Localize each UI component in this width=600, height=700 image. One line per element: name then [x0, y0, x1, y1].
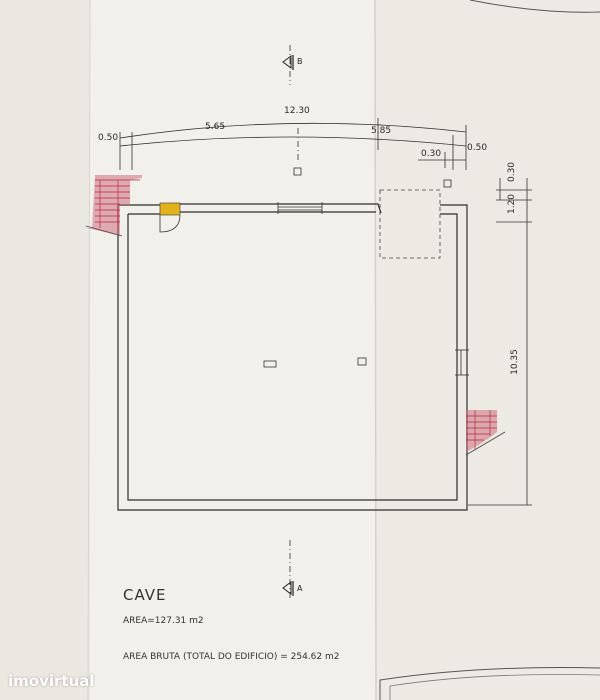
imovirtual-logo: imovirtual [8, 672, 95, 690]
dim-vertical-mid: 1.20 [507, 193, 518, 215]
dashed-projection [379, 189, 441, 259]
dim-vertical-total: 10.35 [509, 349, 520, 375]
interior-fixture [357, 357, 367, 366]
floor-area: AREA=127.31 m2 [123, 616, 204, 626]
right-dimension-lines [468, 178, 532, 506]
dim-right-small-a: 0.30 [421, 149, 442, 159]
paper-panel-right [375, 0, 600, 700]
dim-right-segment: 5.85 [371, 126, 392, 136]
dim-left-segment: 5.65 [205, 122, 226, 132]
section-label-b: B [297, 57, 303, 66]
dim-overall-width: 12.30 [284, 106, 310, 116]
window-top [277, 202, 323, 214]
paper-panel-center [90, 0, 375, 700]
dim-vertical-small: 0.30 [507, 161, 518, 183]
section-marker-a [282, 540, 294, 600]
window-right [455, 349, 469, 376]
paper-panel-left [0, 0, 90, 700]
stair-right [465, 410, 506, 456]
column-marker [293, 167, 302, 176]
column-marker [443, 179, 452, 188]
dim-right-small-b: 0.50 [467, 143, 488, 153]
section-marker-b [282, 45, 299, 160]
section-label-a: A [297, 584, 303, 593]
interior-fixture [263, 360, 277, 368]
gross-area: AREA BRUTA (TOTAL DO EDIFICIO) = 254.62 … [123, 652, 340, 662]
top-dimension-lines [119, 118, 467, 170]
dim-left-offset: 0.50 [98, 133, 119, 143]
stair-left [85, 175, 142, 237]
floor-title: CAVE [123, 586, 167, 604]
door [159, 202, 181, 233]
